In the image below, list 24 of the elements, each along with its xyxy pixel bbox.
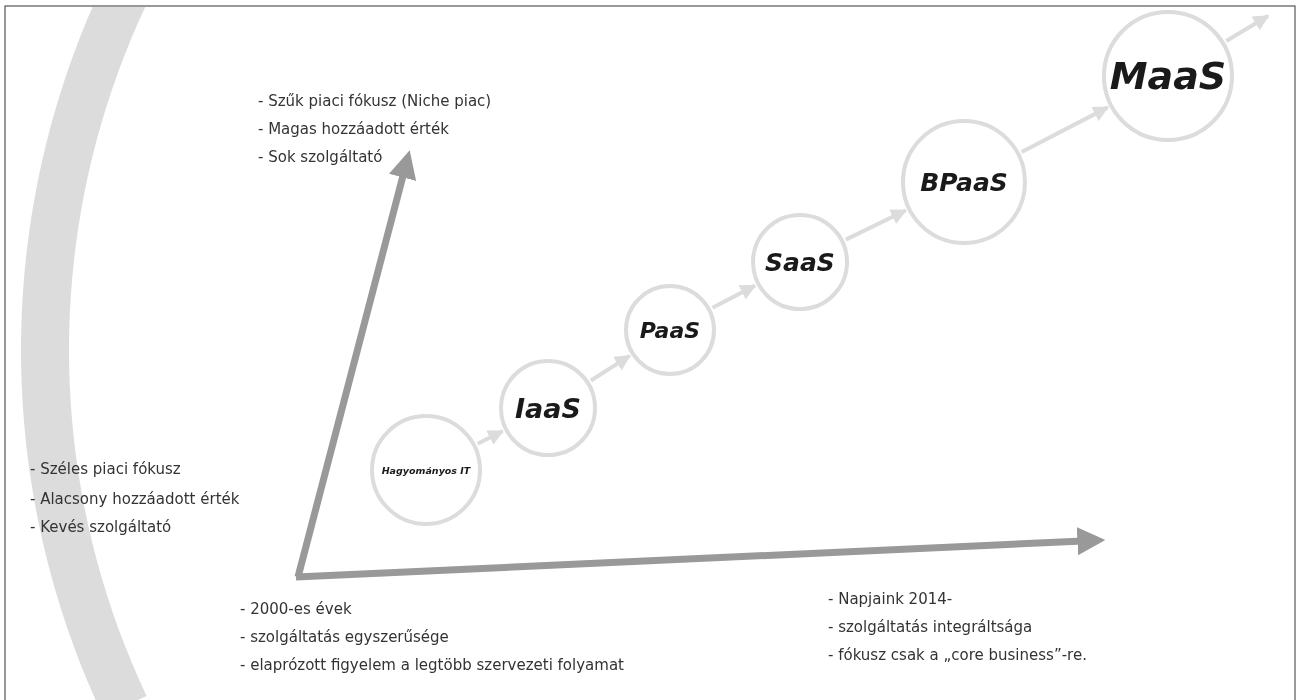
note-text: - 2000-es évek	[240, 600, 352, 618]
note-text: - szolgáltatás egyszerűsége	[240, 628, 449, 646]
note-text: - Sok szolgáltató	[258, 148, 383, 166]
note-text: - Szűk piaci fókusz (Niche piac)	[258, 92, 492, 110]
note-text: - fókusz csak a „core business”-re.	[828, 646, 1087, 664]
stage-label: Hagyományos IT	[381, 464, 471, 476]
arrow	[476, 429, 504, 446]
stage-label: BPaaS	[920, 167, 1008, 197]
stage-label: IaaS	[515, 392, 581, 424]
arrow	[844, 208, 907, 242]
note-text: - Alacsony hozzáadott érték	[30, 490, 240, 508]
arrow	[1020, 105, 1110, 154]
arrow	[1225, 14, 1270, 43]
note-text: - szolgáltatás integráltsága	[828, 618, 1033, 636]
stage-label: MaaS	[1109, 54, 1227, 98]
stage-label: SaaS	[765, 247, 835, 277]
note-text: - Széles piaci fókusz	[30, 460, 181, 478]
arrow	[711, 283, 757, 310]
note-text: - Napjaink 2014-	[828, 590, 953, 608]
note-text: - Magas hozzáadott érték	[258, 120, 449, 138]
arrow	[589, 354, 631, 383]
stage-label: PaaS	[639, 317, 701, 343]
note-text: - Kevés szolgáltató	[30, 518, 172, 536]
note-text: - elaprózott figyelem a legtöbb szervezeti folyamat	[240, 656, 624, 674]
